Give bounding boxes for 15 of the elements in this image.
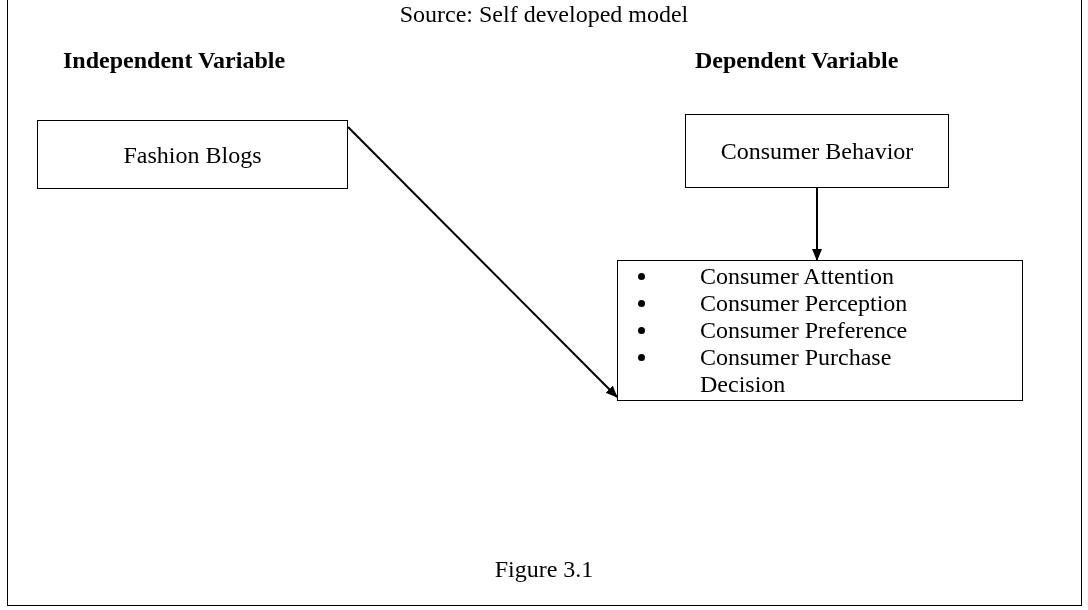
variable-box (685, 114, 949, 188)
figure-caption: Figure 3.1 (494, 555, 594, 583)
node-label: Consumer Behavior (720, 137, 914, 165)
variable-box (37, 120, 348, 189)
bullet-item: Consumer Purchase Decision (638, 344, 1014, 398)
arrow (812, 187, 822, 261)
source-note: Source: Self developed model (399, 0, 689, 28)
node-label: Fashion Blogs (123, 140, 262, 169)
bullet-item: Consumer Attention (638, 263, 1014, 290)
column-heading: Dependent Variable (695, 46, 899, 74)
arrow (347, 126, 618, 398)
list-box (617, 260, 1023, 401)
bullet-item: Consumer Perception (638, 290, 1014, 317)
bullet-item: Consumer Preference (638, 317, 1014, 344)
column-heading: Independent Variable (63, 46, 286, 74)
